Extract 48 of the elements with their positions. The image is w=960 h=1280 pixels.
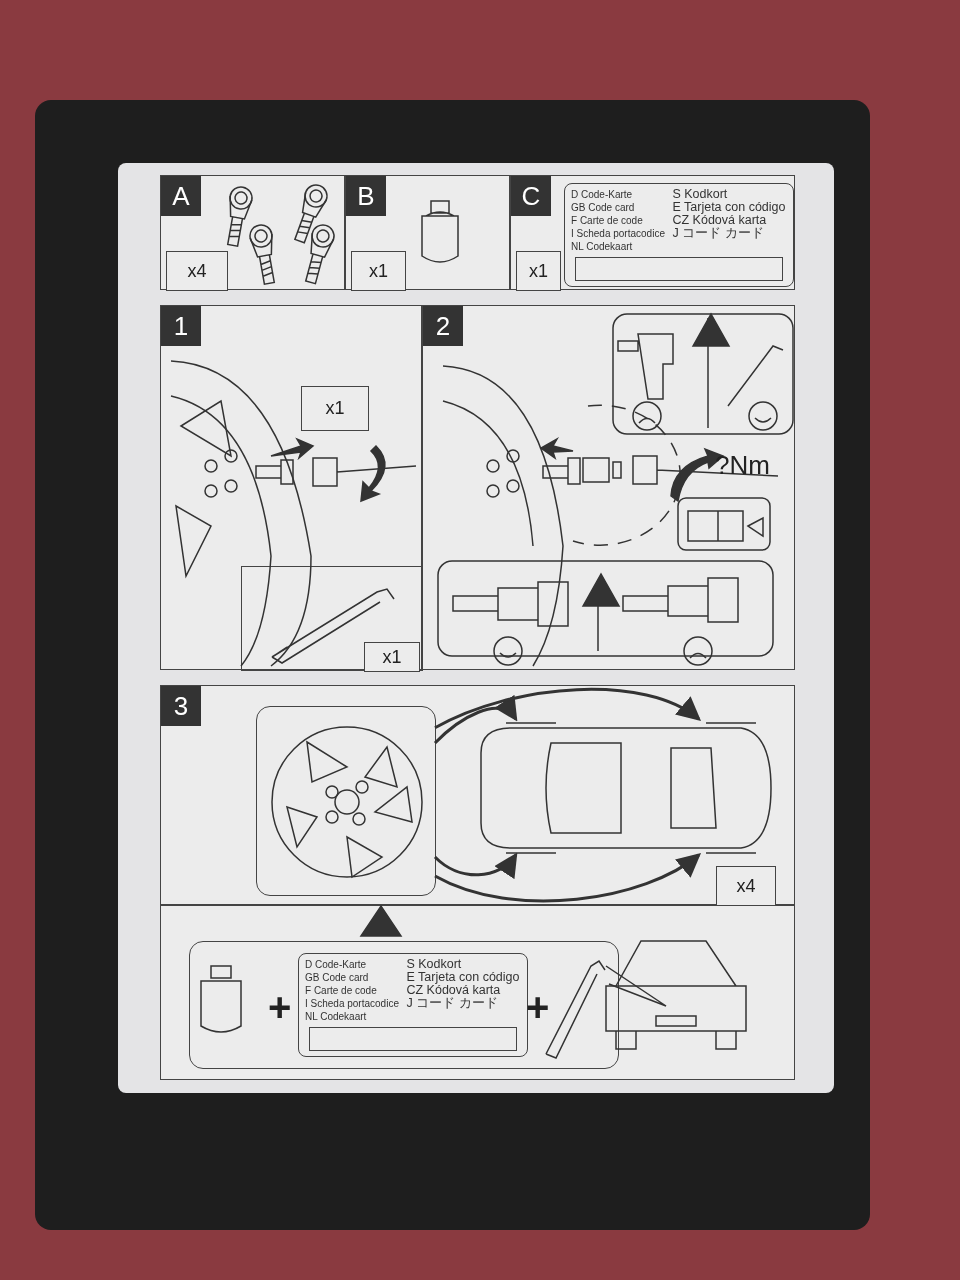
step-panel [510,175,795,290]
quantity-box: x4 [166,251,228,291]
step-panel [160,175,345,290]
plus-sign: + [268,985,292,1030]
language-label: D Code-Karte [571,188,634,201]
step-panel [160,305,422,670]
language-label: CZ Kódová karta [672,214,767,227]
language-label: D Code-Karte [305,958,368,971]
step-number: 1 [161,306,201,346]
language-label: GB Code card [571,201,636,214]
step-panel [160,905,795,1080]
curved-arrow [434,852,518,879]
quantity-box: x1 [351,251,406,291]
language-label: S Kodkort [672,188,729,201]
step-number: A [161,176,201,216]
language-label: GB Code card [305,971,370,984]
step-panel [422,305,795,670]
language-label: E Tarjeta con código [672,201,787,214]
curved-arrow [434,688,702,730]
quantity-box: x4 [716,866,776,906]
torque-label: ?Nm [715,450,770,481]
language-label: I Scheda portacodice [305,997,400,1010]
quantity-box: x1 [301,386,369,431]
wheel-picture [256,706,436,896]
code-card [564,183,794,287]
code-card [298,953,528,1057]
language-label: F Carte de code [305,984,378,997]
language-label: CZ Kódová karta [406,984,501,997]
quantity-box: x1 [364,642,420,672]
step-number: 2 [423,306,463,346]
callout-bubble [189,941,619,1069]
language-label: NL Codekaart [305,1010,368,1023]
quantity-box: x1 [516,251,561,291]
step-panel [160,685,795,905]
curved-arrow [433,695,518,745]
language-label: E Tarjeta con código [406,971,521,984]
language-label: J コード カード [672,227,765,240]
language-label: I Scheda portacodice [571,227,666,240]
language-label: S Kodkort [406,958,463,971]
language-label: NL Codekaart [571,240,634,253]
language-label: F Carte de code [571,214,644,227]
step-number: 3 [161,686,201,726]
language-label: J コード カード [406,997,499,1010]
step-number: C [511,176,551,216]
curved-arrow [434,853,702,903]
step-panel [345,175,510,290]
inset-box [241,566,423,671]
step-number: B [346,176,386,216]
